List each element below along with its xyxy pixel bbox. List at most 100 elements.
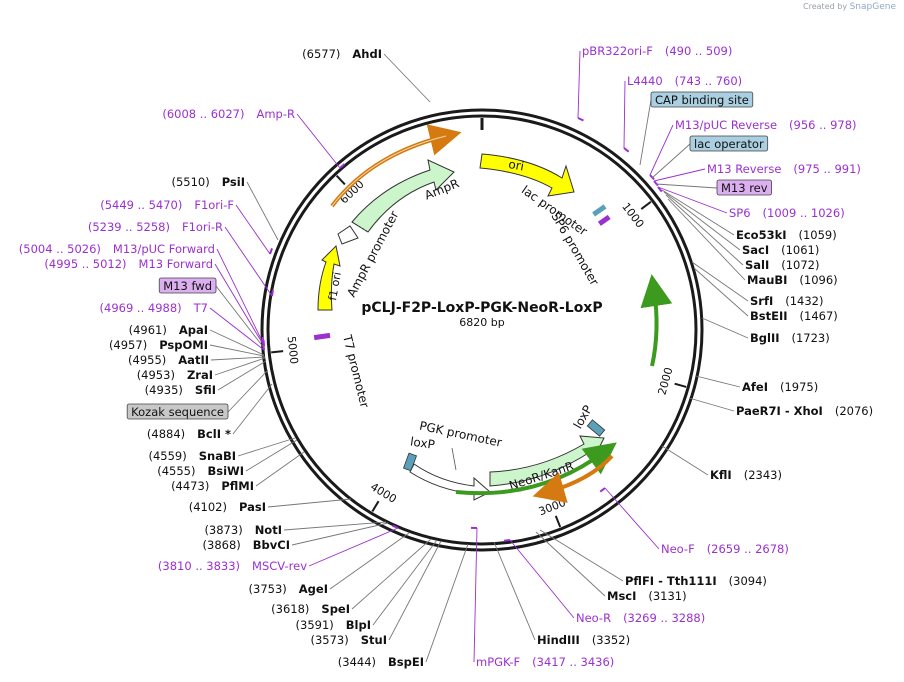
- enzyme-site-pflfi-tth111i[interactable]: PflFI - Tth111I(3094): [625, 574, 767, 588]
- tick-mark: [554, 515, 562, 528]
- enzyme-site-bspei[interactable]: BspEI(3444): [338, 655, 424, 669]
- leader-line: [539, 529, 624, 582]
- feature-tag-text: lac operator: [694, 137, 764, 151]
- enzyme-site-pspomi[interactable]: PspOMI(4957): [109, 338, 208, 352]
- primer-label-m13-puc-reverse[interactable]: M13/pUC Reverse(956 .. 978): [675, 118, 857, 132]
- label-name: F1ori-F: [194, 198, 234, 212]
- label-position: (3810 .. 3833): [158, 559, 240, 573]
- primer-label-m13-forward[interactable]: M13 Forward(4995 .. 5012): [44, 257, 213, 271]
- leader-line: [245, 439, 298, 472]
- primer-label-neo-f[interactable]: Neo-F(2659 .. 2678): [661, 542, 789, 556]
- enzyme-site-srfi[interactable]: SrfI(1432): [750, 294, 823, 308]
- enzyme-site-sfii[interactable]: SfiI(4935): [145, 383, 216, 397]
- primer-mark: [392, 524, 399, 529]
- enzyme-site-bcli[interactable]: BclI *(4884): [147, 427, 231, 441]
- leader-line: [693, 267, 749, 317]
- enzyme-site-maubi[interactable]: MauBI(1096): [747, 273, 838, 287]
- leader-line: [383, 53, 431, 103]
- primer-mark: [271, 289, 274, 297]
- leader-line: [209, 329, 265, 356]
- enzyme-site-bglii[interactable]: BglII(1723): [750, 331, 830, 345]
- label-name: BbvCI: [253, 538, 290, 552]
- enzyme-site-kfli[interactable]: KflI(2343): [710, 468, 782, 482]
- enzyme-site-blpi[interactable]: BlpI(3591): [296, 618, 371, 632]
- feature-f1ori[interactable]: [317, 244, 341, 311]
- leader-line: [209, 344, 265, 357]
- leader-line: [235, 204, 271, 255]
- label-name: MauBI: [747, 273, 787, 287]
- enzyme-site-pflmi[interactable]: PflMI(4473): [171, 479, 254, 493]
- enzyme-site-zrai[interactable]: ZraI(4953): [137, 368, 213, 382]
- enzyme-site-spei[interactable]: SpeI(3618): [271, 602, 350, 616]
- feature-ampr-promoter[interactable]: [337, 225, 359, 245]
- label-name: Neo-R: [576, 611, 611, 625]
- enzyme-site-agei[interactable]: AgeI(3753): [249, 582, 328, 596]
- plasmid-name: pCLJ-F2P-LoxP-PGK-NeoR-LoxP: [361, 300, 602, 316]
- feature-tag-m13-fwd[interactable]: M13 fwd: [158, 277, 217, 294]
- label-name: KflI: [710, 468, 732, 482]
- label-position: (3352): [592, 633, 630, 647]
- label-position: (5510): [171, 175, 209, 189]
- leader-line: [535, 531, 606, 597]
- primer-label-sp6[interactable]: SP6(1009 .. 1026): [729, 206, 845, 220]
- leader-line: [308, 527, 399, 567]
- leader-line: [688, 397, 735, 412]
- label-name: BspEI: [388, 655, 424, 669]
- feature-ampr[interactable]: [351, 159, 455, 233]
- primer-label-neo-r[interactable]: Neo-R(3269 .. 3288): [576, 611, 705, 625]
- label-name: SP6: [729, 206, 751, 220]
- leader-line: [255, 451, 305, 487]
- label-name: SpeI: [321, 602, 350, 616]
- enzyme-site-afei[interactable]: AfeI (1975): [742, 380, 818, 394]
- leader-line: [214, 263, 265, 347]
- label-name: AfeI: [742, 380, 768, 394]
- enzyme-site-aatii[interactable]: AatII(4955): [128, 353, 209, 367]
- feature-tag-cap-binding-site[interactable]: CAP binding site: [650, 91, 754, 108]
- enzyme-site-noti[interactable]: NotI(3873): [204, 523, 282, 537]
- leader-line: [246, 181, 279, 241]
- feature-tag-kozak-sequence[interactable]: Kozak sequence: [126, 403, 229, 420]
- feature-tag-text: CAP binding site: [655, 93, 749, 107]
- label-position: (1975): [780, 380, 818, 394]
- label-name: BsiWI: [207, 464, 244, 478]
- feature-tag-lac-operator[interactable]: lac operator: [689, 135, 769, 152]
- enzyme-site-sali[interactable]: SalI(1072): [745, 258, 820, 272]
- primer-label-amp-r[interactable]: Amp-R(6008 .. 6027): [162, 107, 295, 121]
- enzyme-site-pasi[interactable]: PasI(4102): [189, 500, 266, 514]
- feature-tag-box: [689, 135, 769, 152]
- enzyme-site-bsiwi[interactable]: BsiWI(4555): [157, 464, 244, 478]
- label-name: M13 Reverse: [707, 162, 781, 176]
- primer-label-mpgk-f[interactable]: mPGK-F(3417 .. 3436): [476, 655, 614, 669]
- primer-label-pbr322ori-f[interactable]: pBR322ori-F(490 .. 509): [582, 44, 732, 58]
- primer-label-f1ori-r[interactable]: F1ori-R(5239 .. 5258): [88, 220, 223, 234]
- primer-label-t7[interactable]: T7(4969 .. 4988): [100, 301, 208, 315]
- enzyme-site-ahdi[interactable]: AhdI(6577): [302, 47, 382, 61]
- primer-label-l4440[interactable]: L4440(743 .. 760): [627, 74, 742, 88]
- enzyme-site-saci[interactable]: SacI(1061): [742, 243, 819, 257]
- enzyme-site-hindiii[interactable]: HindIII(3352): [537, 633, 630, 647]
- primer-label-m13-reverse[interactable]: M13 Reverse(975 .. 991): [707, 162, 861, 176]
- primer-label-m13-puc-forward[interactable]: M13/pUC Forward(5004 .. 5026): [19, 242, 215, 256]
- feature-loxp-right[interactable]: [586, 419, 606, 437]
- feature-ori[interactable]: [479, 153, 575, 197]
- label-name: T7: [193, 301, 208, 315]
- primer-label-f1ori-f[interactable]: F1ori-F(5449 .. 5470): [100, 198, 234, 212]
- enzyme-site-paer7i-xhoi[interactable]: PaeR7I - XhoI(2076): [736, 404, 873, 418]
- enzyme-site-eco53ki[interactable]: Eco53kI(1059): [736, 228, 837, 242]
- enzyme-site-stui[interactable]: StuI(3573): [311, 633, 387, 647]
- feature-tag-m13-rev[interactable]: M13 rev: [716, 179, 772, 196]
- primer-label-mscv-rev[interactable]: MSCV-rev(3810 .. 3833): [158, 559, 307, 573]
- enzyme-site-apai[interactable]: ApaI(4961): [129, 323, 208, 337]
- leader-line: [691, 261, 749, 302]
- leader-line: [661, 445, 709, 476]
- feature-tag-box: [650, 91, 754, 108]
- enzyme-site-msci[interactable]: MscI(3131): [607, 589, 687, 603]
- leader-line: [267, 498, 352, 508]
- enzyme-site-psii[interactable]: PsiI(5510): [171, 175, 245, 189]
- feature-label-t7-promoter: T7 promoter: [340, 332, 372, 409]
- enzyme-site-snabi[interactable]: SnaBI(4559): [148, 449, 236, 463]
- enzyme-site-bsteii[interactable]: BstEII(1467): [750, 309, 838, 323]
- label-position: (956 .. 978): [789, 118, 857, 132]
- enzyme-site-bbvci[interactable]: BbvCI(3868): [203, 538, 290, 552]
